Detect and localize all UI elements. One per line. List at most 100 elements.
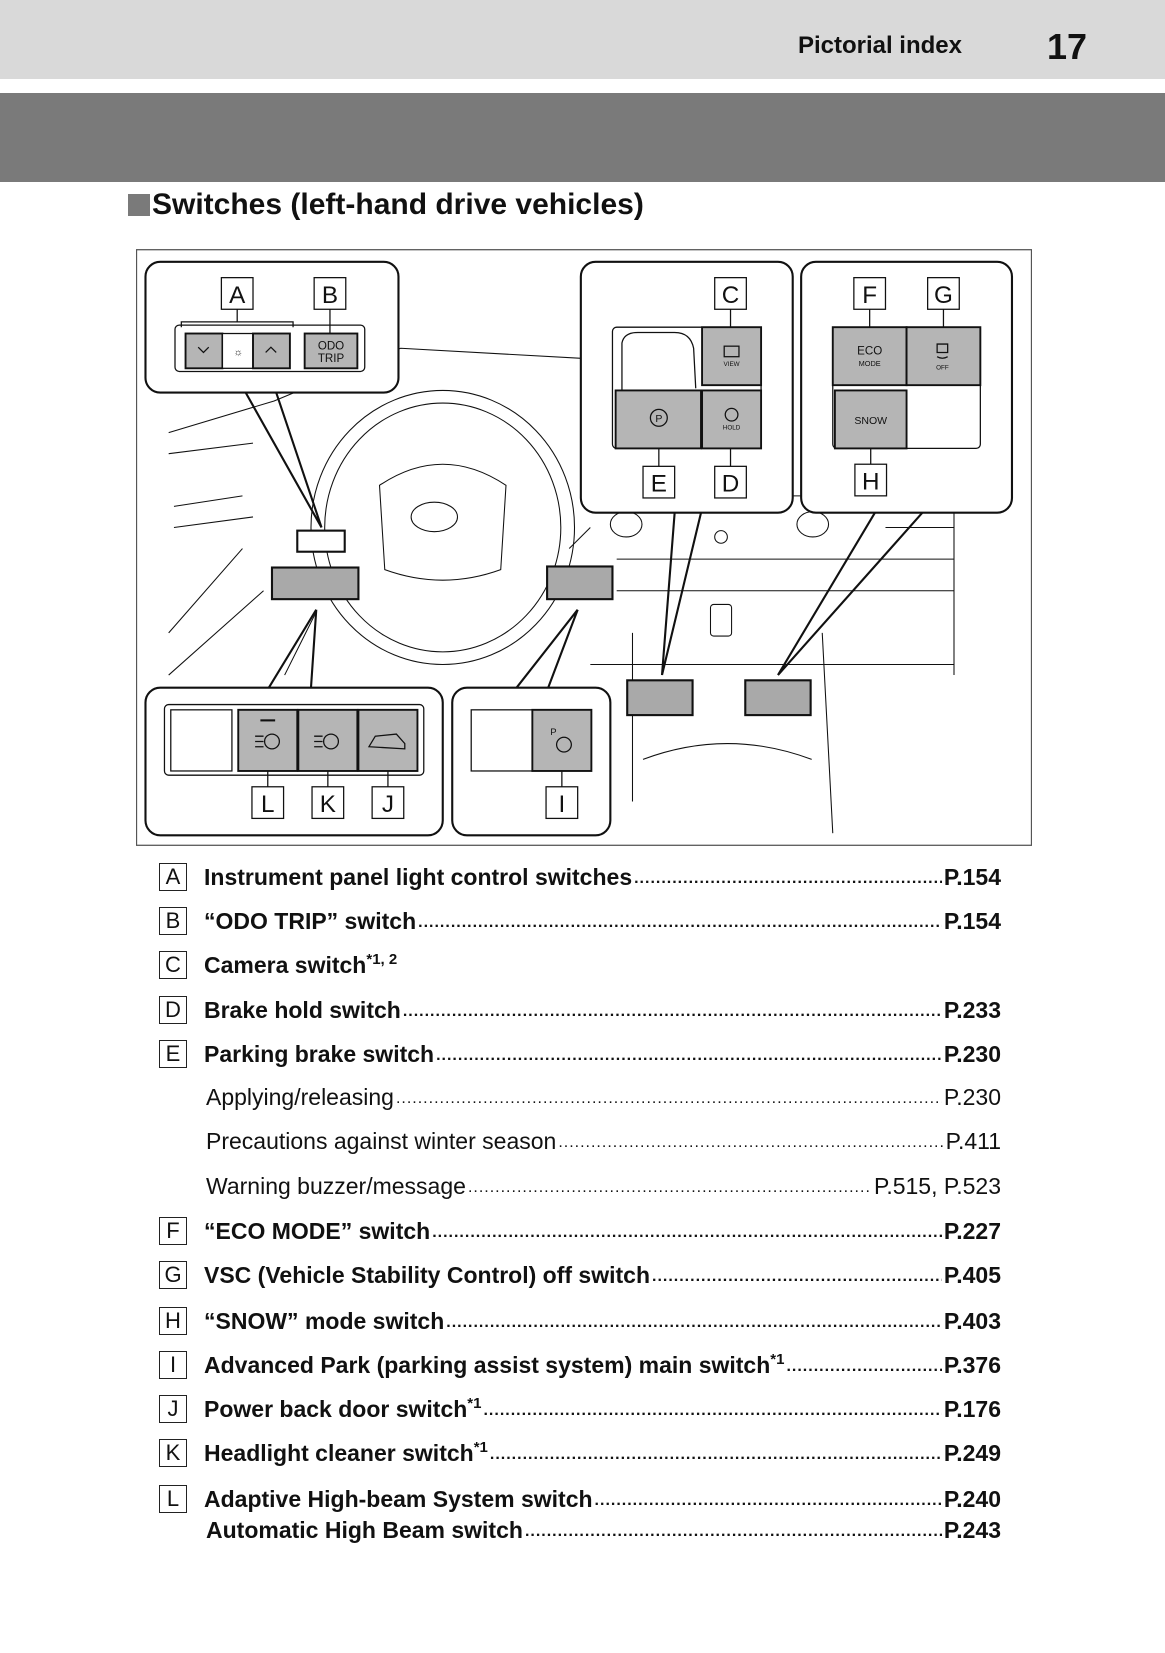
page-reference-link[interactable]: P.227 (943, 1217, 1001, 1244)
leader-dots (525, 1523, 942, 1547)
index-item: Automatic High Beam switch P.243 (159, 1513, 1001, 1547)
parking-brake-button[interactable] (614, 389, 702, 450)
vsc-off-button[interactable] (905, 326, 982, 387)
dim-up-button[interactable] (252, 332, 291, 370)
leader-dots (634, 870, 942, 894)
callout-panel-i: P (451, 686, 612, 837)
skid-car-icon (936, 343, 949, 359)
item-text: Adaptive High-beam System switch (204, 1486, 593, 1513)
snow-mode-button[interactable] (833, 389, 908, 450)
page-reference-link[interactable]: P.249 (943, 1439, 1001, 1466)
index-item: F“ECO MODE” switchP.227 (159, 1214, 1001, 1248)
hold-text: HOLD (723, 424, 741, 431)
page-reference-link[interactable]: P.230 (943, 1083, 1001, 1110)
advanced-park-button[interactable] (531, 708, 593, 772)
auto-high-beam-button[interactable] (237, 708, 299, 772)
item-text-label: Warning buzzer/message (206, 1172, 466, 1199)
item-text-label: Headlight cleaner switch (204, 1439, 474, 1466)
index-item: G VSC (Vehicle Stability Control) off swi… (159, 1258, 1001, 1292)
item-text-label: Instrument panel light control switches (204, 863, 633, 890)
brightness-indicator (221, 332, 254, 369)
snow-text: SNOW (854, 415, 887, 427)
leader-dots (490, 1446, 942, 1470)
label-d: D (722, 471, 740, 498)
page-reference-link[interactable]: P.243 (943, 1516, 1001, 1543)
label-g: G (934, 282, 953, 309)
item-text: VSC (Vehicle Stability Control) off swit… (204, 1262, 650, 1289)
camera-icon (723, 345, 740, 358)
label-a: A (229, 282, 246, 309)
console-right-switches (744, 679, 812, 717)
item-text-label: “ODO TRIP” switch (204, 907, 417, 934)
power-back-door-button[interactable] (357, 708, 419, 772)
item-text: Instrument panel light control switches (204, 864, 632, 891)
item-text: “ECO MODE” switch (204, 1218, 430, 1245)
page-reference-link[interactable]: P.403 (943, 1307, 1001, 1334)
item-text: “ODO TRIP” switch (204, 908, 416, 935)
eco-text: ECO (857, 346, 882, 358)
index-item: C Camera switch*1, 2 (159, 948, 1001, 982)
headlight-cleaner-button[interactable] (297, 708, 359, 772)
item-text-label: Camera switch (204, 951, 367, 978)
item-key-label: H (159, 1307, 187, 1335)
mode-text: MODE (859, 359, 881, 368)
index-item: I Advanced Park (parking assist system) m… (159, 1348, 1001, 1382)
label-e: E (651, 471, 667, 498)
page-reference-link[interactable]: P.230 (943, 1040, 1001, 1067)
chevron-down-icon (197, 346, 210, 354)
item-text: Power back door switch*1 (204, 1396, 481, 1423)
item-key-label: J (159, 1395, 187, 1423)
console-left-switches (626, 679, 694, 717)
page-reference-link[interactable]: P.240 (943, 1485, 1001, 1512)
item-key-label: I (159, 1351, 187, 1379)
item-key-label: B (159, 907, 187, 935)
page-reference-link[interactable]: P.176 (943, 1395, 1001, 1422)
label-k: K (320, 791, 336, 818)
index-item: A Instrument panel light control switches… (159, 860, 1001, 894)
callout-panel-fgh: ECO MODE OFF SNOW (800, 260, 1014, 514)
item-key-label: K (159, 1439, 187, 1467)
item-key-label: A (159, 863, 187, 891)
page-number: 17 (1046, 26, 1087, 67)
leader-dots (446, 1314, 942, 1338)
item-text: Warning buzzer/message (206, 1173, 466, 1200)
item-key-label: G (159, 1261, 187, 1289)
page-reference-link[interactable]: P.376 (943, 1351, 1001, 1378)
page-reference-link[interactable]: P.405 (943, 1261, 1001, 1288)
diagram-border (136, 249, 1032, 846)
page-reference-link[interactable]: P.233 (943, 996, 1001, 1023)
index-item: Applying/releasingP.230 (159, 1080, 1001, 1114)
item-key-label: E (159, 1040, 187, 1068)
leader-dots (468, 1179, 872, 1203)
eco-mode-button[interactable] (831, 326, 908, 387)
index-item: L Adaptive High-beam System switch P.240 (159, 1482, 1001, 1516)
brake-hold-icon (724, 407, 739, 422)
callout-panel-cde: VIEW P HOLD (579, 260, 794, 514)
headlight-cleaner-icon (323, 733, 340, 750)
footnote-ref: *1, 2 (366, 950, 398, 968)
trip-text: TRIP (318, 353, 345, 365)
section-title: Pictorial index (797, 32, 962, 59)
item-text: Parking brake switch (204, 1041, 434, 1068)
odo-trip-button[interactable] (303, 332, 359, 370)
item-text-label: VSC (Vehicle Stability Control) off swit… (204, 1261, 650, 1288)
item-text-label: Brake hold switch (204, 996, 401, 1023)
item-key-label: L (159, 1485, 187, 1513)
brake-hold-button[interactable] (701, 389, 763, 450)
leader-dots (432, 1224, 942, 1248)
page-reference-link[interactable]: P.154 (943, 907, 1001, 934)
dim-down-button[interactable] (184, 332, 224, 370)
item-text: Advanced Park (parking assist system) ma… (204, 1352, 784, 1379)
item-text-label: Power back door switch (204, 1395, 468, 1422)
item-text: Precautions against winter season (206, 1128, 556, 1155)
item-text-label: Advanced Park (parking assist system) ma… (204, 1351, 771, 1378)
page-reference-link[interactable]: P.411 (945, 1127, 1001, 1154)
header-band (0, 93, 1165, 182)
item-text: Brake hold switch (204, 997, 401, 1024)
page-reference-link[interactable]: P.154 (943, 863, 1001, 890)
item-text: Camera switch*1, 2 (204, 952, 397, 979)
page-reference-link[interactable]: P.515, P.523 (873, 1172, 1001, 1199)
item-text-label: Automatic High Beam switch (206, 1516, 523, 1543)
item-key-label: C (159, 951, 187, 979)
